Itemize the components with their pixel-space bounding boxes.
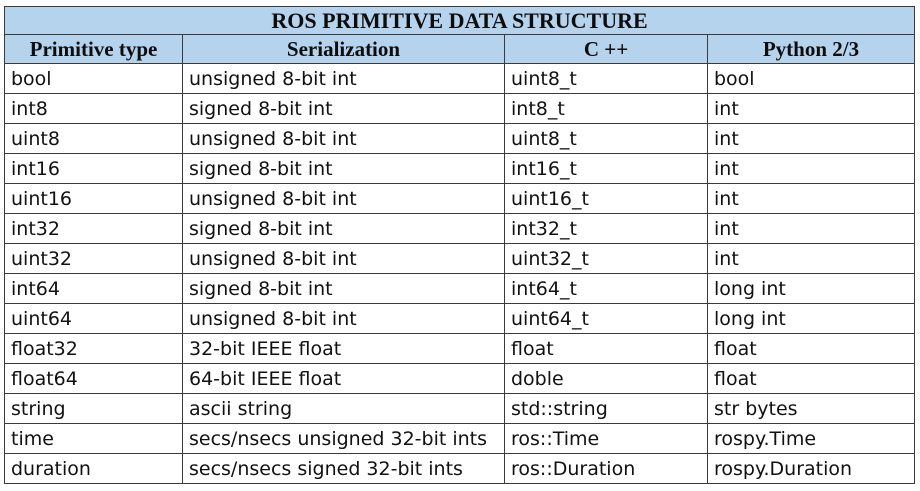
primitive-type-cell: uint32 [4,243,183,274]
serialization-cell: signed 8-bit int [182,273,505,304]
python-type-cell: int [707,213,915,244]
python-type-cell: int [707,183,915,214]
primitive-type-cell: uint16 [4,183,183,214]
python-type-cell: float [707,363,915,394]
serialization-cell: ascii string [182,393,505,424]
serialization-cell: signed 8-bit int [182,93,505,124]
cpp-type-cell: float [504,333,708,364]
serialization-cell: 64-bit IEEE float [182,363,505,394]
cpp-type-cell: int8_t [504,93,708,124]
serialization-cell: secs/nsecs signed 32-bit ints [182,453,505,484]
serialization-cell: signed 8-bit int [182,153,505,184]
cpp-type-cell: ros::Time [504,423,708,454]
primitive-type-cell: int8 [4,93,183,124]
python-type-cell: int [707,93,915,124]
cpp-type-cell: uint32_t [504,243,708,274]
python-type-cell: bool [707,63,915,94]
cpp-type-cell: std::string [504,393,708,424]
serialization-cell: unsigned 8-bit int [182,123,505,154]
column-header-serialization: Serialization [182,34,505,64]
python-type-cell: rospy.Time [707,423,915,454]
serialization-cell: secs/nsecs unsigned 32-bit ints [182,423,505,454]
python-type-cell: int [707,243,915,274]
primitive-type-cell: string [4,393,183,424]
serialization-cell: signed 8-bit int [182,213,505,244]
primitive-type-cell: duration [4,453,183,484]
python-type-cell: long int [707,273,915,304]
data-structure-table-container: ROS PRIMITIVE DATA STRUCTURE Primitive t… [4,6,915,484]
primitive-type-cell: float32 [4,333,183,364]
primitive-type-cell: int64 [4,273,183,304]
primitive-type-cell: uint64 [4,303,183,334]
serialization-cell: unsigned 8-bit int [182,183,505,214]
serialization-cell: 32-bit IEEE float [182,333,505,364]
python-type-cell: int [707,123,915,154]
python-type-cell: str bytes [707,393,915,424]
python-type-cell: long int [707,303,915,334]
python-type-cell: float [707,333,915,364]
serialization-cell: unsigned 8-bit int [182,63,505,94]
primitive-type-cell: int16 [4,153,183,184]
primitive-type-cell: time [4,423,183,454]
cpp-type-cell: uint8_t [504,123,708,154]
column-header-primitive-type: Primitive type [4,34,183,64]
cpp-type-cell: int64_t [504,273,708,304]
primitive-type-cell: uint8 [4,123,183,154]
table-title: ROS PRIMITIVE DATA STRUCTURE [4,6,915,35]
cpp-type-cell: uint64_t [504,303,708,334]
table-title-row: ROS PRIMITIVE DATA STRUCTURE [4,6,915,35]
cpp-type-cell: doble [504,363,708,394]
python-type-cell: int [707,153,915,184]
serialization-cell: unsigned 8-bit int [182,303,505,334]
cpp-type-cell: int16_t [504,153,708,184]
cpp-type-cell: ros::Duration [504,453,708,484]
ros-primitive-data-table: ROS PRIMITIVE DATA STRUCTURE Primitive t… [4,6,915,484]
cpp-type-cell: uint16_t [504,183,708,214]
table-head: ROS PRIMITIVE DATA STRUCTURE Primitive t… [4,6,915,64]
python-type-cell: rospy.Duration [707,453,915,484]
primitive-type-cell: float64 [4,363,183,394]
column-header-cpp: C ++ [504,34,708,64]
column-header-python: Python 2/3 [707,34,915,64]
cpp-type-cell: int32_t [504,213,708,244]
serialization-cell: unsigned 8-bit int [182,243,505,274]
primitive-type-cell: int32 [4,213,183,244]
primitive-type-cell: bool [4,63,183,94]
table-header-row: Primitive type Serialization C ++ Python… [4,34,915,64]
cpp-type-cell: uint8_t [504,63,708,94]
